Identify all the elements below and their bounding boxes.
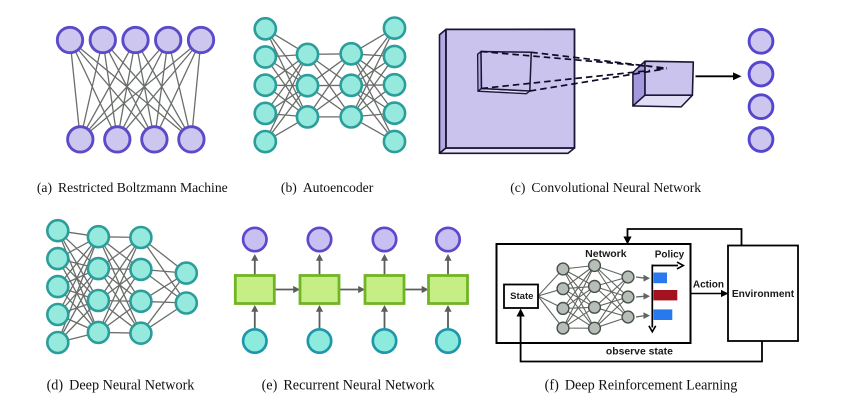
svg-text:State: State xyxy=(510,291,533,302)
svg-text:(a)Restricted Boltzmann Machin: (a)Restricted Boltzmann Machine xyxy=(37,180,228,196)
svg-text:Network: Network xyxy=(585,248,627,260)
svg-text:(c)Convolutional Neural Networ: (c)Convolutional Neural Network xyxy=(510,180,701,196)
svg-text:observe state: observe state xyxy=(606,347,673,358)
svg-text:(f)Deep Reinforcement Learning: (f)Deep Reinforcement Learning xyxy=(545,378,738,394)
svg-text:(b)Autoencoder: (b)Autoencoder xyxy=(281,180,374,196)
svg-text:Policy: Policy xyxy=(655,250,685,261)
svg-text:Environment: Environment xyxy=(732,289,795,300)
svg-text:(e)Recurrent Neural Network: (e)Recurrent Neural Network xyxy=(262,378,436,394)
svg-text:(d)Deep Neural Network: (d)Deep Neural Network xyxy=(47,378,196,394)
svg-text:Action: Action xyxy=(693,280,724,291)
